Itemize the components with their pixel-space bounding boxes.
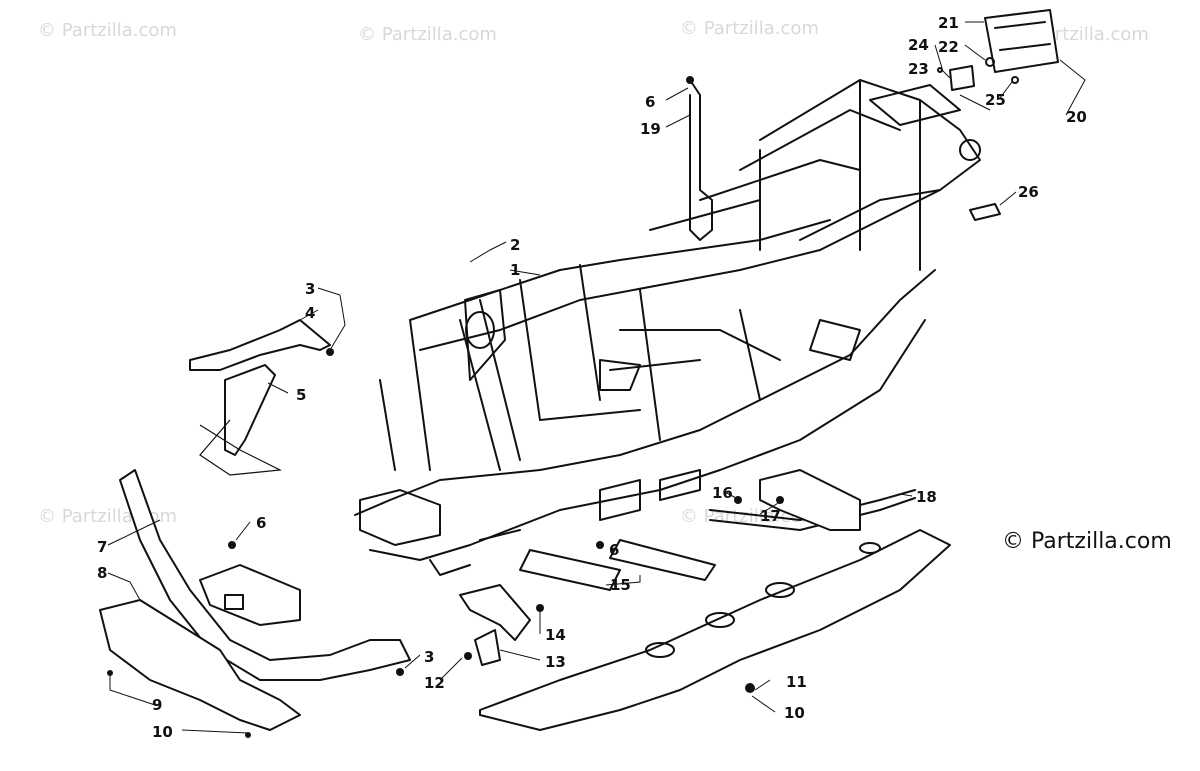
callout-6: 6 xyxy=(256,514,266,532)
support-bracket xyxy=(689,79,713,241)
callout-14: 14 xyxy=(545,626,566,644)
callout-20: 20 xyxy=(1066,108,1087,126)
watermarks: © Partzilla.com © Partzilla.com © Partzi… xyxy=(38,18,1149,527)
callouts: 2 1 3 4 5 6 7 8 9 10 3 12 13 14 15 6 16 … xyxy=(97,14,1087,741)
front-brackets xyxy=(189,319,331,476)
callout-1: 1 xyxy=(510,261,520,279)
rear-bracket xyxy=(759,469,861,531)
callout-6: 6 xyxy=(609,541,619,559)
callout-5: 5 xyxy=(296,386,306,404)
callout-13: 13 xyxy=(545,653,566,671)
callout-26: 26 xyxy=(1018,183,1039,201)
callout-25: 25 xyxy=(985,91,1006,109)
callout-15: 15 xyxy=(610,576,631,594)
front-bumper xyxy=(119,469,411,681)
watermark: © Partzilla.com xyxy=(38,20,177,41)
decal xyxy=(969,203,1001,221)
callout-17: 17 xyxy=(760,507,781,525)
callout-8: 8 xyxy=(97,564,107,582)
callout-24: 24 xyxy=(908,36,929,54)
callout-22: 22 xyxy=(938,38,959,56)
callout-18: 18 xyxy=(916,488,937,506)
front-skid-plate xyxy=(99,599,301,731)
watermark: © Partzilla.com xyxy=(358,24,497,45)
callout-7: 7 xyxy=(97,538,107,556)
callout-3: 3 xyxy=(424,648,434,666)
callout-9: 9 xyxy=(152,696,162,714)
watermark: © Partzilla.com xyxy=(680,18,819,39)
callout-23: 23 xyxy=(908,60,929,78)
taillight xyxy=(937,9,1059,91)
frame-pads xyxy=(519,539,716,591)
callout-19: 19 xyxy=(640,120,661,138)
callout-11: 11 xyxy=(786,673,807,691)
clip xyxy=(474,629,501,666)
callout-10: 10 xyxy=(784,704,805,722)
leader-lines xyxy=(107,21,1086,734)
callout-10: 10 xyxy=(152,723,173,741)
callout-4: 4 xyxy=(305,304,315,322)
callout-12: 12 xyxy=(424,674,445,692)
callout-2: 2 xyxy=(510,236,520,254)
fasteners xyxy=(107,76,784,738)
center-bracket xyxy=(459,584,531,641)
watermark: © Partzilla.com xyxy=(38,506,177,527)
brand-label: © Partzilla.com xyxy=(1002,529,1172,554)
callout-6: 6 xyxy=(645,93,655,111)
callout-21: 21 xyxy=(938,14,959,32)
callout-16: 16 xyxy=(712,484,733,502)
callout-3: 3 xyxy=(305,280,315,298)
lower-skid-plate xyxy=(479,529,951,731)
main-frame xyxy=(354,79,981,576)
